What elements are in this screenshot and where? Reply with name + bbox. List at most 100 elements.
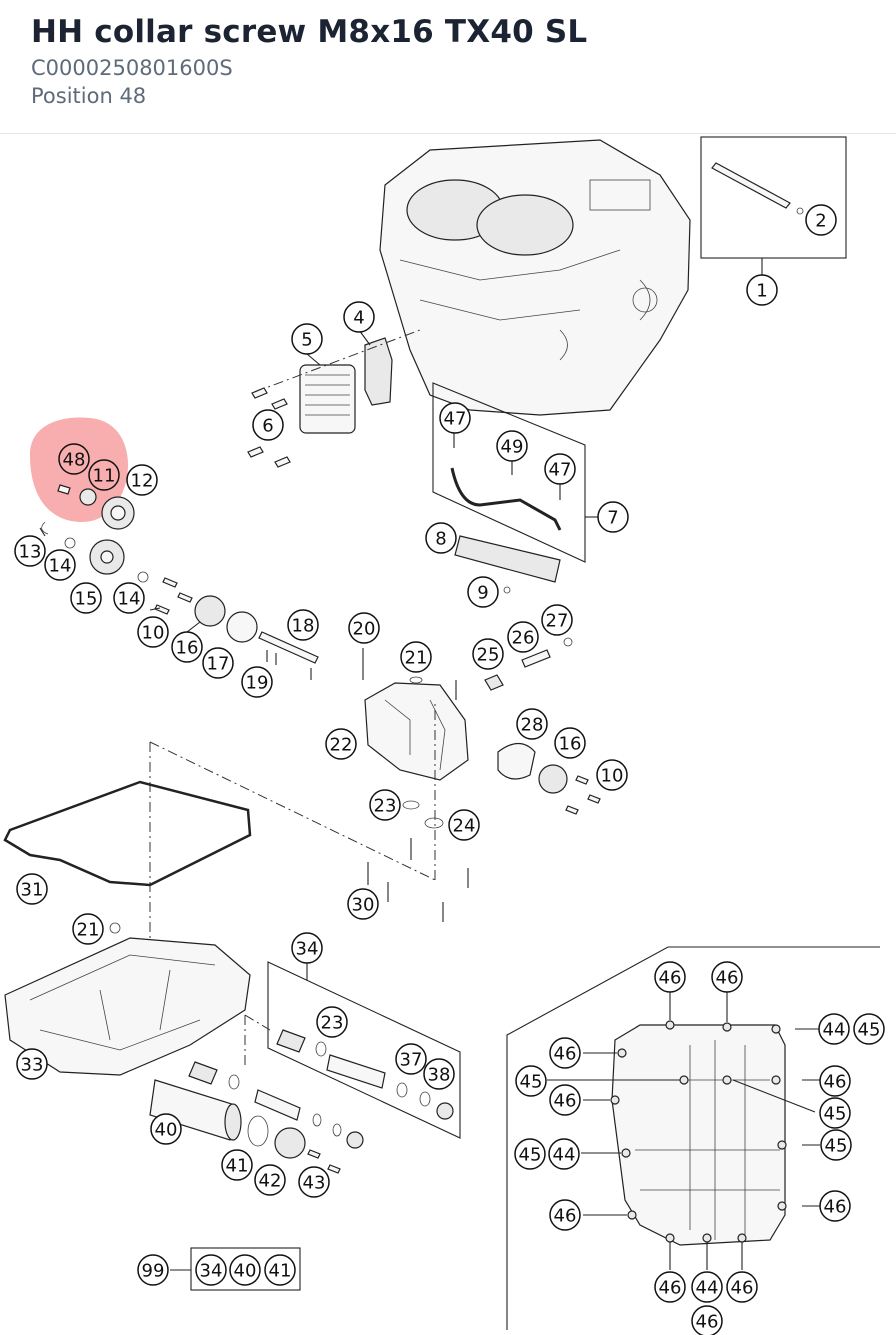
callout-45[interactable]: 45 xyxy=(853,1013,885,1045)
callout-46[interactable]: 46 xyxy=(691,1305,723,1335)
callout-46[interactable]: 46 xyxy=(819,1065,851,1097)
callout-label: 48 xyxy=(63,450,86,471)
callout-48[interactable]: 48 xyxy=(58,443,90,475)
callout-33[interactable]: 33 xyxy=(16,1048,48,1080)
callout-44[interactable]: 44 xyxy=(818,1013,850,1045)
callout-44[interactable]: 44 xyxy=(691,1271,723,1303)
callout-46[interactable]: 46 xyxy=(549,1037,581,1069)
callout-25[interactable]: 25 xyxy=(472,638,504,670)
callout-16[interactable]: 16 xyxy=(171,631,203,663)
callout-label: 45 xyxy=(519,1145,542,1166)
callout-5[interactable]: 5 xyxy=(291,323,323,355)
callout-30[interactable]: 30 xyxy=(347,888,379,920)
callout-label: 15 xyxy=(75,589,98,610)
callout-4[interactable]: 4 xyxy=(343,301,375,333)
pin-inset-box xyxy=(700,136,847,259)
callout-40[interactable]: 40 xyxy=(150,1113,182,1145)
callout-label: 46 xyxy=(696,1312,719,1333)
callout-17[interactable]: 17 xyxy=(202,647,234,679)
callout-40[interactable]: 40 xyxy=(229,1254,261,1286)
callout-45[interactable]: 45 xyxy=(820,1129,852,1161)
callout-label: 14 xyxy=(118,589,141,610)
callout-label: 46 xyxy=(659,1278,682,1299)
callout-46[interactable]: 46 xyxy=(711,961,743,993)
callout-9[interactable]: 9 xyxy=(467,576,499,608)
callout-label: 45 xyxy=(520,1072,543,1093)
callout-24[interactable]: 24 xyxy=(448,809,480,841)
callout-38[interactable]: 38 xyxy=(423,1058,455,1090)
callout-18[interactable]: 18 xyxy=(287,609,319,641)
callout-42[interactable]: 42 xyxy=(254,1164,286,1196)
oil-pipe-box xyxy=(432,382,586,563)
callout-99[interactable]: 99 xyxy=(137,1254,169,1286)
callout-label: 44 xyxy=(696,1278,719,1299)
callout-41[interactable]: 41 xyxy=(264,1254,296,1286)
callout-37[interactable]: 37 xyxy=(395,1043,427,1075)
callout-label: 24 xyxy=(453,816,476,837)
callout-14[interactable]: 14 xyxy=(113,582,145,614)
callout-26[interactable]: 26 xyxy=(507,621,539,653)
callout-45[interactable]: 45 xyxy=(515,1065,547,1097)
callout-46[interactable]: 46 xyxy=(819,1190,851,1222)
callout-41[interactable]: 41 xyxy=(221,1149,253,1181)
callout-label: 41 xyxy=(226,1156,249,1177)
callout-46[interactable]: 46 xyxy=(726,1271,758,1303)
filter-housing-22 xyxy=(364,682,469,781)
callout-16[interactable]: 16 xyxy=(554,727,586,759)
callout-23[interactable]: 23 xyxy=(369,789,401,821)
callout-46[interactable]: 46 xyxy=(549,1199,581,1231)
callout-45[interactable]: 45 xyxy=(819,1097,851,1129)
callout-22[interactable]: 22 xyxy=(325,728,357,760)
callout-21[interactable]: 21 xyxy=(400,641,432,673)
callout-47[interactable]: 47 xyxy=(544,453,576,485)
callout-44[interactable]: 44 xyxy=(548,1138,580,1170)
callout-label: 26 xyxy=(512,628,535,649)
callout-label: 28 xyxy=(521,715,544,736)
callout-43[interactable]: 43 xyxy=(298,1166,330,1198)
callout-8[interactable]: 8 xyxy=(425,522,457,554)
callout-label: 46 xyxy=(824,1197,847,1218)
callout-label: 14 xyxy=(49,556,72,577)
callout-10[interactable]: 10 xyxy=(596,759,628,791)
pump-cover-16 xyxy=(194,595,226,627)
callout-34[interactable]: 34 xyxy=(195,1254,227,1286)
callout-label: 10 xyxy=(601,766,624,787)
callout-21[interactable]: 21 xyxy=(72,913,104,945)
callout-46[interactable]: 46 xyxy=(654,961,686,993)
callout-15[interactable]: 15 xyxy=(70,582,102,614)
callout-47[interactable]: 47 xyxy=(439,402,471,434)
filter-element-40 xyxy=(149,1079,236,1141)
callout-11[interactable]: 11 xyxy=(88,459,120,491)
callout-7[interactable]: 7 xyxy=(597,501,629,533)
callout-label: 44 xyxy=(823,1020,846,1041)
callout-27[interactable]: 27 xyxy=(541,604,573,636)
callout-10[interactable]: 10 xyxy=(137,616,169,648)
callout-28[interactable]: 28 xyxy=(516,708,548,740)
callout-13[interactable]: 13 xyxy=(14,535,46,567)
part-title: HH collar screw M8x16 TX40 SL xyxy=(31,14,588,50)
callout-label: 19 xyxy=(246,673,269,694)
callout-1[interactable]: 1 xyxy=(746,274,778,306)
callout-label: 42 xyxy=(259,1171,282,1192)
callout-45[interactable]: 45 xyxy=(514,1138,546,1170)
nut-11 xyxy=(79,488,97,506)
callout-label: 49 xyxy=(501,437,524,458)
callout-46[interactable]: 46 xyxy=(549,1084,581,1116)
callout-label: 46 xyxy=(824,1072,847,1093)
callout-31[interactable]: 31 xyxy=(16,873,48,905)
callout-49[interactable]: 49 xyxy=(496,430,528,462)
callout-19[interactable]: 19 xyxy=(241,666,273,698)
callout-46[interactable]: 46 xyxy=(654,1271,686,1303)
callout-label: 46 xyxy=(554,1044,577,1065)
callout-label: 47 xyxy=(549,460,572,481)
callout-12[interactable]: 12 xyxy=(126,464,158,496)
callout-2[interactable]: 2 xyxy=(805,204,837,236)
callout-label: 40 xyxy=(234,1261,257,1282)
callout-20[interactable]: 20 xyxy=(348,612,380,644)
callout-14[interactable]: 14 xyxy=(44,549,76,581)
callout-label: 25 xyxy=(477,645,500,666)
callout-34[interactable]: 34 xyxy=(291,932,323,964)
callout-6[interactable]: 6 xyxy=(252,409,284,441)
callout-23[interactable]: 23 xyxy=(316,1006,348,1038)
